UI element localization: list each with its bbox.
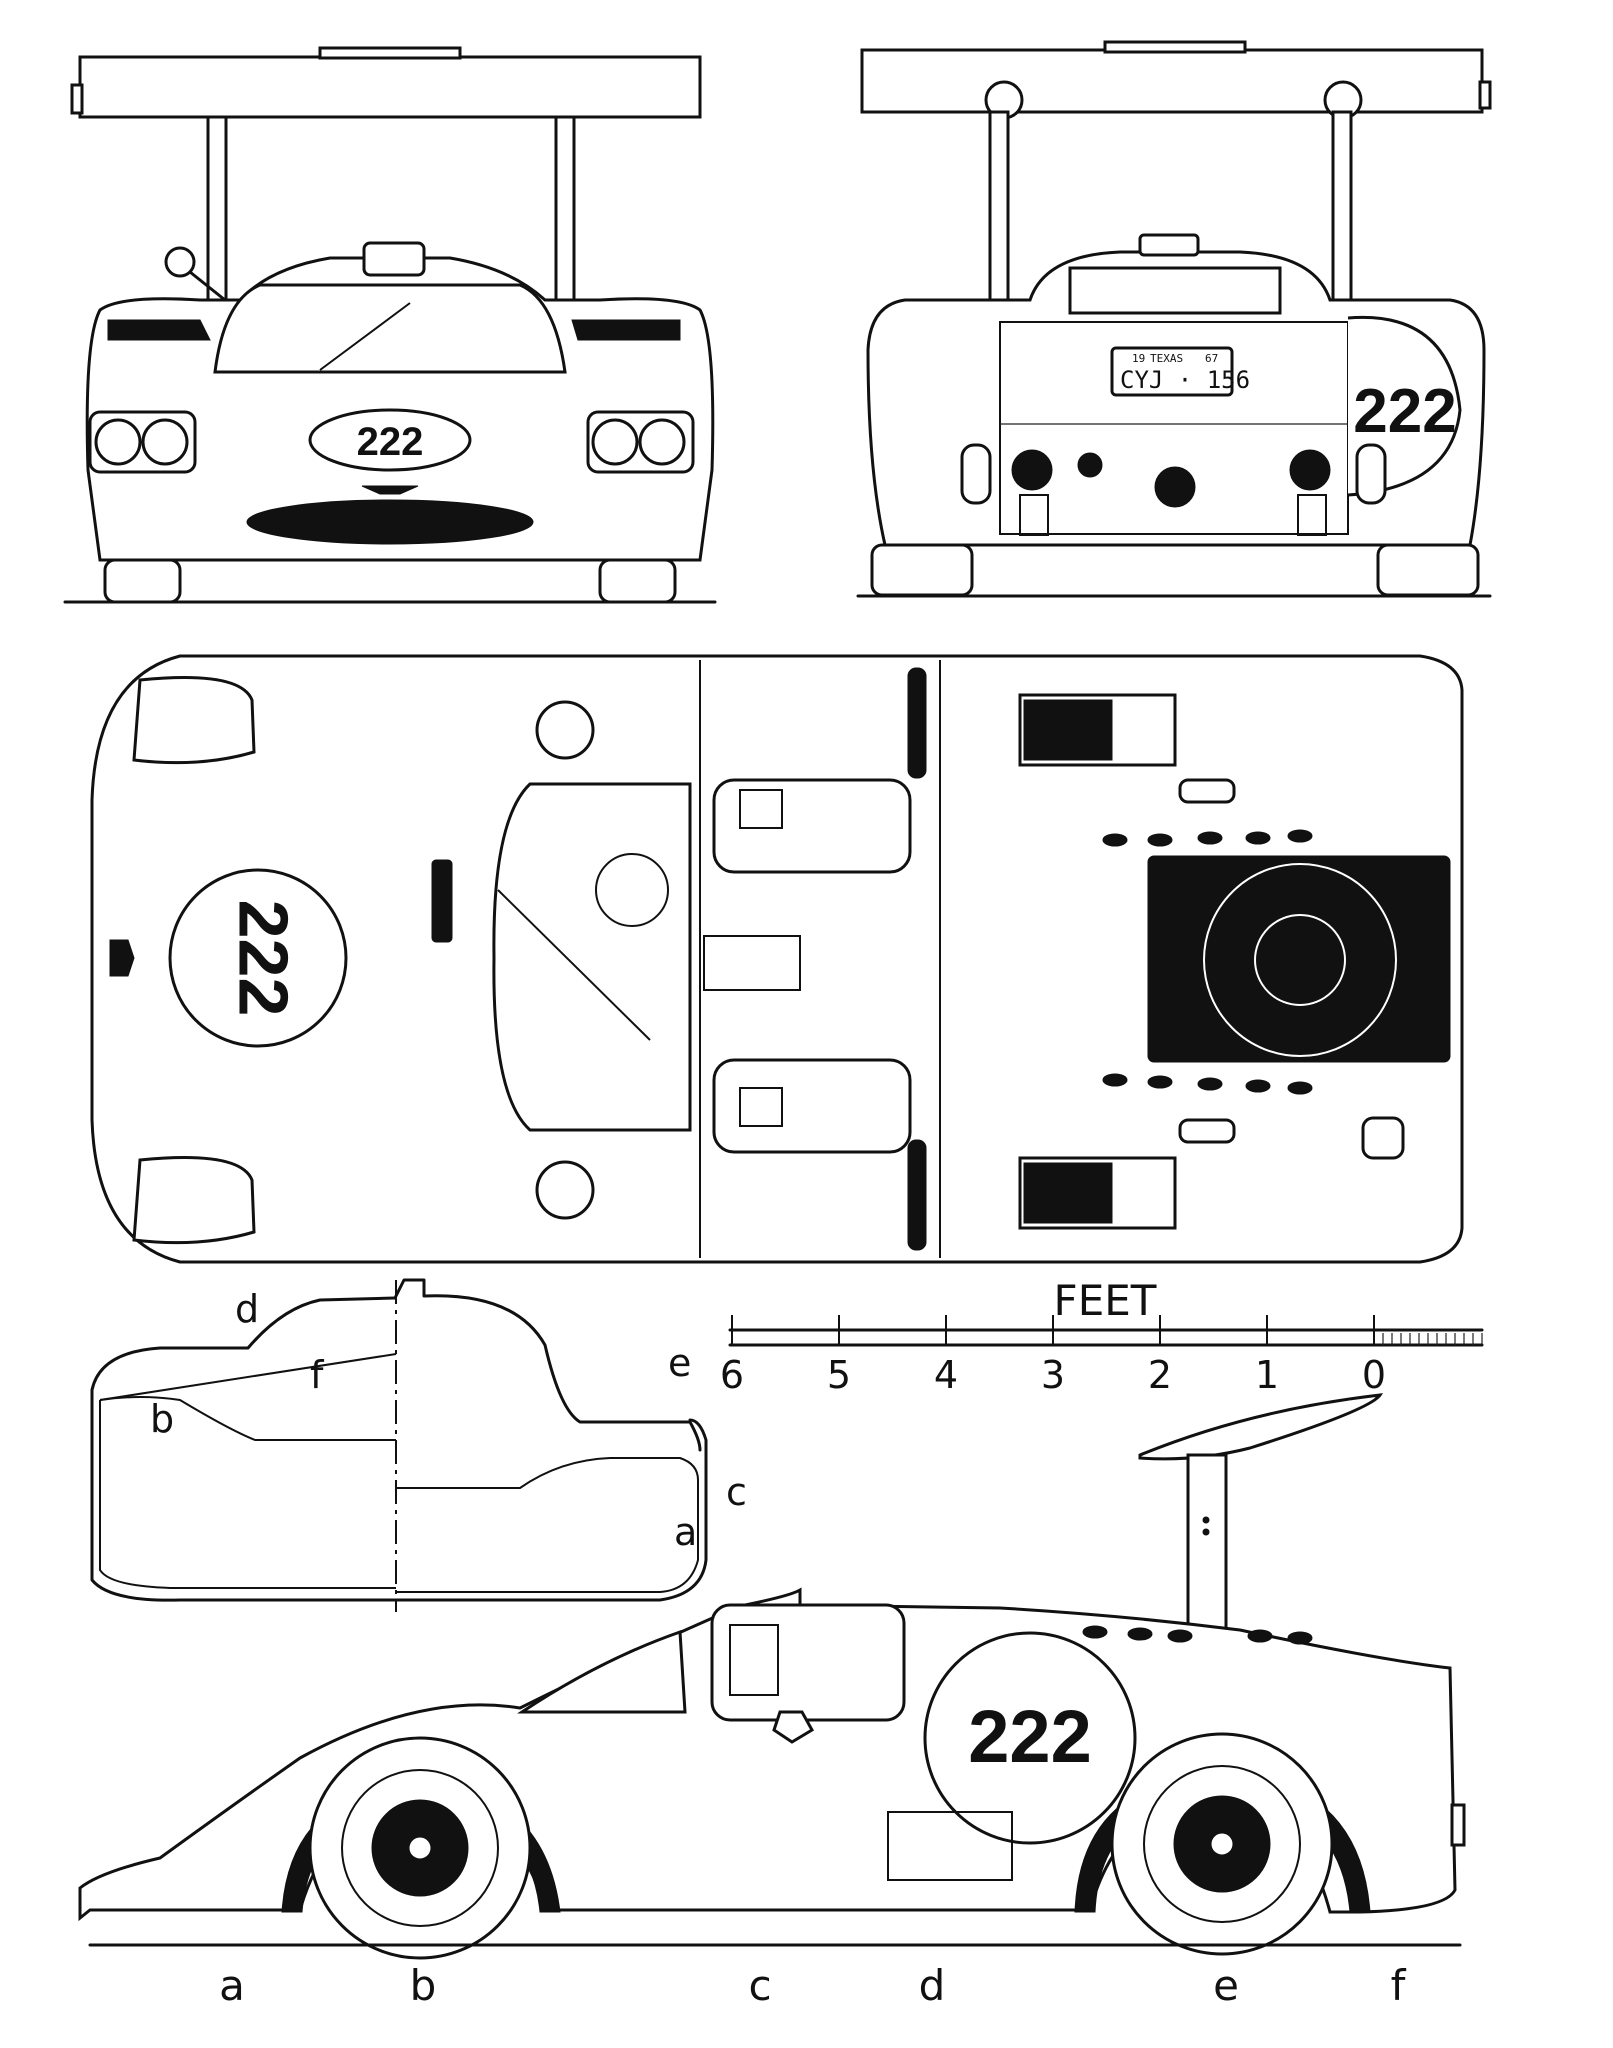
scale-tick-label: 0 [1362,1353,1386,1397]
front-view: 222 [63,46,717,604]
svg-text:CYJ · 156: CYJ · 156 [1120,366,1250,394]
side-view: 222 a b c d e f [78,1393,1466,2010]
front-wheel [281,1736,561,1960]
engine-grille [1147,855,1451,1063]
side-view-wing [1138,1393,1384,1461]
scale-tick-label: 2 [1148,1353,1172,1397]
scale-tick-label: 4 [934,1353,958,1397]
top-race-number: 222 [225,900,303,1017]
rear-wheel [1074,1732,1371,1956]
scale-labels: 6 5 4 3 2 1 0 [720,1353,1386,1397]
wing-strut-right [554,115,576,304]
svg-text:19: 19 [1132,352,1145,365]
front-left-tire [103,558,182,604]
section-label-e: e [668,1341,691,1385]
station-letters: a b c d e f [219,1961,1406,2010]
station-letter: b [410,1961,437,2010]
section-label-f: f [310,1353,325,1397]
scale-unit-label: FEET [1054,1276,1157,1325]
scale-ticks [731,1315,1483,1345]
station-letter: e [1213,1961,1239,2010]
top-view: 222 [90,654,1464,1264]
license-plate [1110,346,1234,397]
scale-tick-label: 5 [827,1353,851,1397]
svg-text:67: 67 [1205,352,1218,365]
station-letter: f [1391,1961,1407,2010]
top-number-roundel [168,868,348,1048]
section-label-d: d [235,1287,259,1331]
front-number-roundel [308,408,472,472]
wing-strut-left [206,115,228,304]
louvers-top [1102,829,1313,847]
side-number-roundel [923,1631,1137,1845]
front-right-tire [598,558,677,604]
front-view-wing [78,55,702,119]
cross-section-diagram: d f b e c a [90,1278,747,1612]
station-letter: d [919,1961,946,2010]
louvers-bottom [1102,1073,1313,1095]
feet-scale: FEET 6 5 4 3 2 1 0 [720,1276,1484,1397]
station-letter: c [748,1961,771,2010]
scale-tick-label: 6 [720,1353,744,1397]
scale-tick-label: 1 [1255,1353,1279,1397]
rear-view: 222 19 TEXAS 67 CYJ · 156 [856,40,1492,598]
section-label-c: c [726,1470,747,1514]
rear-view-wing [860,48,1484,114]
scale-tick-label: 3 [1041,1353,1065,1397]
rear-race-number: 222 [1353,377,1456,446]
mirror-icon [164,246,196,278]
svg-text:TEXAS: TEXAS [1150,352,1183,365]
section-label-b: b [150,1397,174,1441]
side-race-number: 222 [968,1695,1091,1778]
front-race-number: 222 [357,420,424,464]
station-letter: a [219,1961,245,2010]
section-label-a: a [674,1510,697,1554]
